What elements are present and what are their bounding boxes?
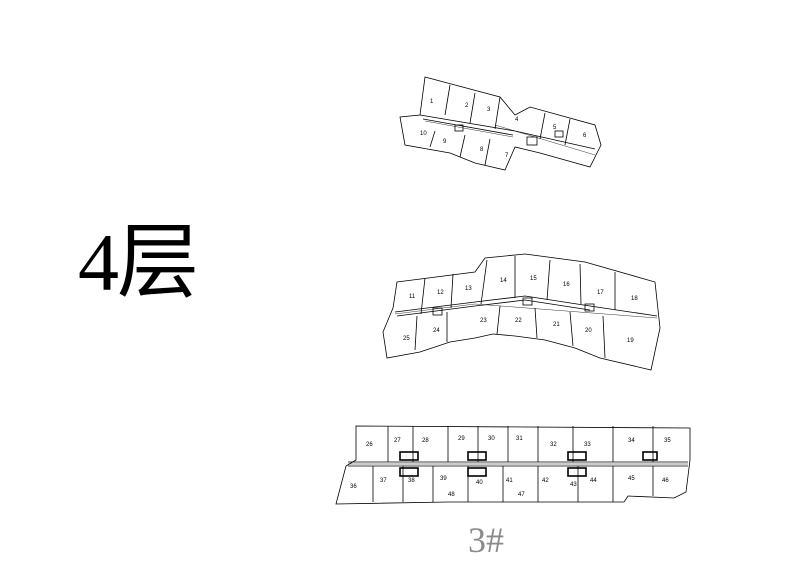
unit-label: 17 xyxy=(597,290,604,296)
unit-label: 27 xyxy=(394,438,401,444)
unit-label: 13 xyxy=(465,286,472,292)
unit-label: 43 xyxy=(570,482,577,488)
plan-bottom: 26 27 28 29 30 31 32 33 34 35 36 37 38 3… xyxy=(335,425,691,505)
unit-label: 10 xyxy=(420,131,427,137)
unit-label: 36 xyxy=(350,484,357,490)
unit-label: 47 xyxy=(518,492,525,498)
unit-label: 16 xyxy=(563,282,570,288)
unit-label: 22 xyxy=(515,318,522,324)
unit-label: 1 xyxy=(430,99,434,105)
building-label: 3# xyxy=(468,520,504,560)
unit-label: 23 xyxy=(480,318,487,324)
unit-label: 21 xyxy=(553,322,560,328)
unit-label: 11 xyxy=(409,294,416,300)
unit-label: 48 xyxy=(448,492,455,498)
unit-label: 9 xyxy=(443,139,447,145)
unit-label: 41 xyxy=(506,478,513,484)
unit-label: 28 xyxy=(422,438,429,444)
unit-label: 12 xyxy=(437,290,444,296)
unit-label: 25 xyxy=(403,336,410,342)
unit-label: 14 xyxy=(500,278,507,284)
unit-label: 6 xyxy=(583,133,587,139)
plan-top: 1 2 3 4 5 6 7 8 9 10 xyxy=(399,76,602,171)
unit-label: 40 xyxy=(476,480,483,486)
unit-label: 31 xyxy=(516,436,523,442)
unit-label: 18 xyxy=(631,296,638,302)
unit-label: 33 xyxy=(584,442,591,448)
unit-label: 3 xyxy=(487,107,491,113)
unit-label: 38 xyxy=(408,478,415,484)
unit-label: 37 xyxy=(380,478,387,484)
unit-label: 8 xyxy=(480,147,484,153)
unit-label: 30 xyxy=(488,436,495,442)
unit-label: 24 xyxy=(433,328,440,334)
unit-label: 5 xyxy=(553,125,557,131)
unit-label: 46 xyxy=(662,478,669,484)
unit-label: 44 xyxy=(590,478,597,484)
unit-label: 2 xyxy=(465,103,469,109)
floor-label: 4层 xyxy=(78,217,199,308)
unit-label: 35 xyxy=(664,438,671,444)
unit-label: 26 xyxy=(366,442,373,448)
unit-label: 29 xyxy=(458,436,465,442)
unit-label: 7 xyxy=(505,153,509,159)
unit-label: 15 xyxy=(530,276,537,282)
unit-label: 19 xyxy=(627,338,634,344)
unit-label: 4 xyxy=(515,117,519,123)
unit-label: 20 xyxy=(585,328,592,334)
unit-label: 39 xyxy=(440,476,447,482)
unit-label: 34 xyxy=(628,438,635,444)
unit-label: 32 xyxy=(550,442,557,448)
unit-label: 42 xyxy=(542,478,549,484)
unit-label: 45 xyxy=(628,476,635,482)
plan-middle: 11 12 13 14 15 16 17 18 19 20 21 22 23 2… xyxy=(382,253,661,371)
